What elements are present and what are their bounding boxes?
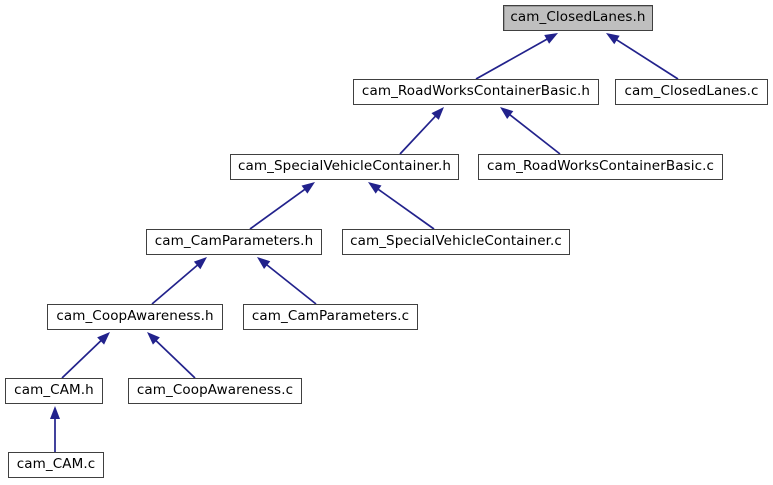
- graph-node-label: cam_ClosedLanes.h: [510, 9, 646, 26]
- graph-node-label: cam_SpecialVehicleContainer.h: [238, 158, 451, 175]
- graph-node-label: cam_RoadWorksContainerBasic.c: [486, 158, 714, 175]
- graph-node-label: cam_CoopAwareness.h: [56, 308, 214, 325]
- graph-edge: [151, 257, 207, 305]
- edge-arrowhead: [257, 257, 271, 270]
- edge-line: [475, 37, 549, 80]
- edge-arrowhead: [301, 182, 315, 194]
- edge-arrowhead: [147, 332, 160, 345]
- graph-edge: [257, 257, 317, 305]
- graph-node-cam-camparameters-h[interactable]: cam_CamParameters.h: [146, 229, 322, 255]
- graph-node-cam-coopawareness-h[interactable]: cam_CoopAwareness.h: [47, 304, 223, 330]
- graph-edge: [147, 332, 196, 379]
- graph-node-cam-specialvehiclecontainer-c[interactable]: cam_SpecialVehicleContainer.c: [342, 229, 570, 255]
- edge-line: [265, 263, 317, 305]
- graph-edge: [50, 406, 60, 452]
- graph-node-label: cam_CamParameters.h: [154, 233, 314, 250]
- graph-node-cam-closedlanes-c[interactable]: cam_ClosedLanes.c: [615, 79, 768, 105]
- graph-node-cam-specialvehiclecontainer-h[interactable]: cam_SpecialVehicleContainer.h: [230, 154, 459, 180]
- edge-arrowhead: [97, 332, 110, 345]
- graph-node-label: cam_CamParameters.c: [251, 308, 410, 325]
- edge-arrowhead: [431, 107, 444, 120]
- graph-edge: [606, 33, 679, 80]
- edge-line: [61, 338, 103, 379]
- edge-arrowhead: [544, 33, 558, 44]
- edge-arrowhead: [500, 107, 514, 119]
- edge-line: [154, 338, 196, 379]
- edge-arrowhead: [50, 406, 60, 419]
- graph-node-label: cam_ClosedLanes.c: [624, 83, 759, 100]
- edge-line: [249, 187, 307, 230]
- edge-line: [376, 187, 435, 230]
- graph-node-label: cam_CAM.h: [14, 382, 94, 399]
- graph-edge: [399, 107, 444, 155]
- graph-edge: [475, 33, 558, 80]
- edge-arrowhead: [193, 257, 207, 270]
- edge-line: [399, 114, 438, 155]
- graph-node-cam-cam-c[interactable]: cam_CAM.c: [8, 452, 104, 478]
- graph-edge: [249, 182, 315, 230]
- graph-node-label: cam_SpecialVehicleContainer.c: [350, 233, 562, 250]
- edge-line: [614, 38, 679, 80]
- graph-edge: [368, 182, 435, 230]
- graph-node-cam-closedlanes-h[interactable]: cam_ClosedLanes.h: [503, 5, 653, 31]
- graph-node-label: cam_CAM.c: [16, 456, 96, 473]
- edge-arrowhead: [368, 182, 382, 194]
- edge-line: [508, 113, 561, 155]
- edge-arrowhead: [606, 33, 620, 45]
- graph-node-cam-cam-h[interactable]: cam_CAM.h: [5, 378, 103, 404]
- graph-node-label: cam_RoadWorksContainerBasic.h: [361, 83, 591, 100]
- graph-node-cam-roadworkscontainerbasic-c[interactable]: cam_RoadWorksContainerBasic.c: [478, 154, 723, 180]
- edge-line: [151, 263, 200, 305]
- graph-node-cam-camparameters-c[interactable]: cam_CamParameters.c: [243, 304, 418, 330]
- graph-node-cam-coopawareness-c[interactable]: cam_CoopAwareness.c: [128, 378, 302, 404]
- graph-edge: [61, 332, 110, 379]
- graph-node-label: cam_CoopAwareness.c: [136, 382, 294, 399]
- graph-node-cam-roadworkscontainerbasic-h[interactable]: cam_RoadWorksContainerBasic.h: [353, 79, 599, 105]
- graph-edge: [500, 107, 561, 155]
